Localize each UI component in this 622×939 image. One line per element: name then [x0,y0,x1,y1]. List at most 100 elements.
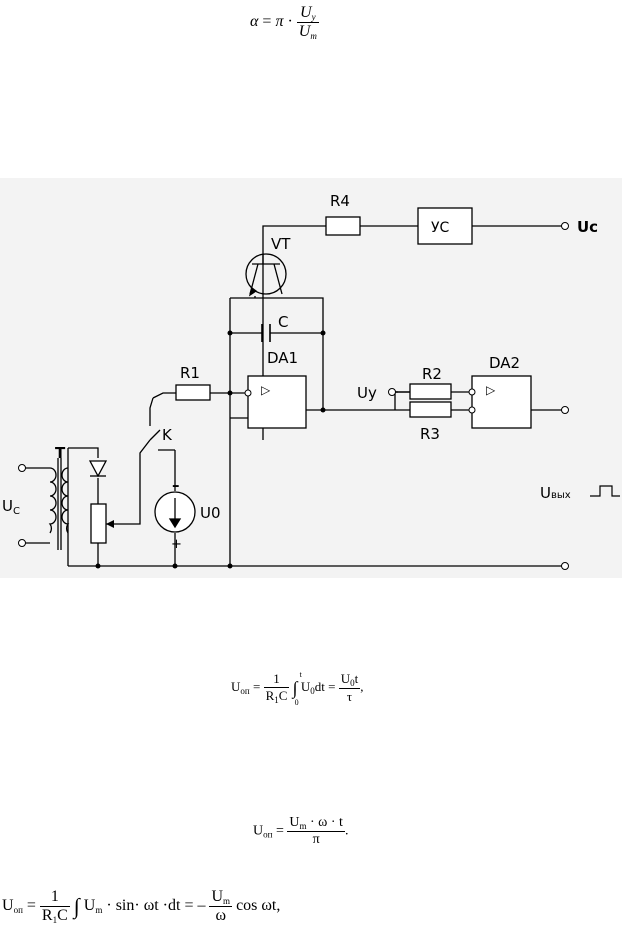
label-vt: VT [271,235,291,253]
junction-dots [95,330,326,569]
u0-source [154,491,196,533]
formula-alpha: α = π · Uу Um [250,4,319,41]
cos-term: cos ωt [236,897,277,915]
label-uc-in: UC [2,497,20,517]
equals-sign: = [262,13,272,31]
label-t: T [55,444,66,462]
lhs-u: U [253,823,264,839]
frac-den-r: R [265,688,275,703]
label-uy: Uу [357,384,377,402]
pulse-waveform-icon [590,485,620,497]
period: . [344,823,349,839]
da2-input-2 [468,406,476,414]
lhs-u: U [231,678,241,694]
label-da2: DA2 [489,354,520,372]
pi-symbol: π [275,13,284,31]
integral-upper: t [299,669,302,679]
integrand-sub: m [95,905,103,916]
diode [88,460,108,478]
integrand-tail: · sin· ωt ·dt [102,897,181,915]
num-sub: m [299,821,307,831]
alpha-symbol: α [250,13,259,31]
lhs-sub: оп [13,905,23,916]
label-c: C [278,313,288,331]
integral-sign: ∫ [73,893,80,919]
label-plus: + [171,537,182,552]
integrand-u: U [300,678,311,694]
da1-opamp [247,375,307,429]
label-r1: R1 [180,364,200,382]
equals-minus: = – [184,897,206,915]
us-block [417,207,473,245]
fraction-umwt-pi: Um · ω · t π [287,815,345,848]
da2-input-1 [468,388,476,396]
integral-lower: 0 [294,697,299,707]
output-terminal [561,406,569,414]
frac-den-sub: 1 [274,695,279,705]
integrand-u: U [83,897,96,915]
fraction-u0t-tau: U0t τ [338,671,361,705]
equals-1: = [26,897,36,915]
num-u: U [289,815,300,830]
den-pi: π [312,832,320,847]
da1-inverting-input [244,389,252,397]
comma: , [360,678,364,694]
da2-triangle: ▷ [486,383,496,397]
label-r2: R2 [422,365,442,383]
res-den-tau: τ [346,689,353,704]
comma: , [276,897,281,915]
formula-cos: Uоп = 1 R1C ∫ Um · sin· ωt ·dt = – Um ω … [2,888,280,925]
fraction-uy-um: Uу Um [296,4,319,41]
circuit-diagram: R4 УС Uc VT C DA1 R1 ▷ DA2 ▷ R2 R3 Uу T … [0,178,622,578]
ground-terminal [561,562,569,570]
frac-den-c: C [57,907,68,924]
equals-2: = [328,678,336,694]
fraction-1-r1c: 1 R1C [263,671,290,705]
r1-resistor [175,384,211,401]
da1-triangle: ▷ [261,383,271,397]
differential: dt [314,678,325,694]
res-num-u: U [340,671,351,686]
lhs-sub: оп [263,829,273,840]
den-u: U [298,23,311,40]
label-da1: DA1 [267,349,298,367]
uc-input-terminal-top [18,464,26,472]
label-r4: R4 [330,192,350,210]
label-minus: – [172,476,180,494]
num-tail: · ω · t [306,815,343,830]
label-k: K [162,426,173,444]
label-u0: U0 [200,504,221,522]
uc-input-terminal-bottom [18,539,26,547]
uc-terminal [561,222,569,230]
label-uvyx: Uвых [540,484,571,502]
vt-transistor [245,253,287,297]
num-sub: у [311,12,316,22]
frac-den-r: R [41,907,53,924]
integrand-sub: 0 [310,685,315,696]
formula-linear: Uоп = Um · ω · t π . [253,815,348,848]
lhs-u: U [2,897,14,915]
capacitor-c [261,324,271,342]
transformer-t [48,458,70,550]
res-num-u: U [211,888,224,905]
uy-terminal [388,388,396,396]
r3-resistor [409,401,452,418]
frac-num: 1 [263,671,290,688]
label-r3: R3 [420,425,440,443]
da2-opamp [471,375,532,429]
potentiometer-wiper-arrow [106,520,114,528]
label-us: УС [431,220,450,236]
frac-den-sub: 1 [52,915,58,925]
fraction-1-r1c: 1 R1C [39,888,70,925]
r4-resistor [325,216,361,236]
res-num-t: t [354,671,359,686]
equals: = [275,823,284,839]
equals-1: = [252,678,261,694]
r2-resistor [409,383,452,400]
den-sub: m [310,31,317,41]
label-uc-out: Uc [577,218,598,236]
frac-num: 1 [39,888,70,907]
res-num-sub: 0 [350,678,355,688]
